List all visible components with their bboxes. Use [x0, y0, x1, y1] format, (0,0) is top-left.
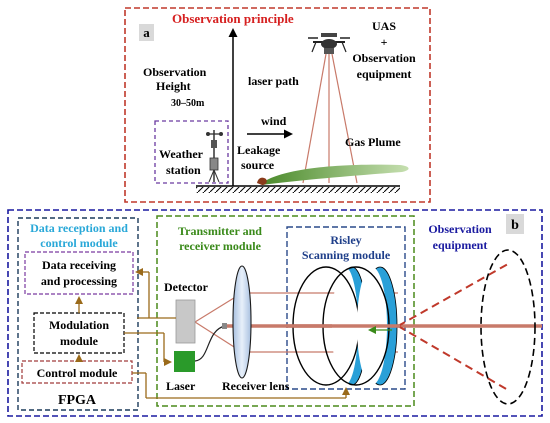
drone-icon	[308, 33, 350, 54]
modulation-line1: Modulation	[49, 318, 109, 332]
panel-a-letter-box	[139, 24, 154, 41]
scan-beam-lower	[397, 325, 509, 391]
observation-label-line2: equipment	[433, 238, 488, 252]
modulation-box	[33, 312, 125, 354]
receiver-lens-icon	[232, 265, 252, 379]
data-module-box	[17, 217, 139, 411]
collimator-icon	[222, 323, 227, 329]
detector-icon	[175, 299, 196, 344]
risley-title-line2: Scanning module	[302, 248, 391, 262]
leakage-source-marker	[257, 177, 267, 185]
detector-label: Detector	[164, 280, 209, 294]
wind-label: wind	[261, 114, 287, 128]
uas-label-line2: +	[381, 35, 388, 49]
receiver-lens-label: Receiver lens	[222, 379, 290, 393]
data-processing-line1: Data receiving	[42, 258, 116, 272]
panel-b-letter: b	[511, 218, 519, 233]
height-label-line1: Observation	[143, 65, 207, 79]
gas-plume-label: Gas Plume	[345, 135, 401, 149]
data-module-title-line1: Data reception and	[30, 221, 128, 235]
laser-path-lines	[302, 53, 358, 184]
control-module-label: Control module	[37, 366, 118, 380]
panel-a-title: Observation principle	[172, 11, 294, 26]
data-module-title-line2: control module	[40, 236, 118, 250]
fpga-label: FPGA	[58, 393, 97, 408]
weather-station-icon	[206, 130, 223, 183]
modulation-line2: module	[60, 334, 99, 348]
scan-beam-upper	[397, 263, 509, 327]
trx-title-line1: Transmitter and	[178, 224, 262, 238]
trx-title-line2: receiver module	[179, 239, 262, 253]
signal-arrows	[124, 268, 350, 399]
data-processing-line2: and processing	[41, 274, 117, 288]
leakage-label-line2: source	[241, 158, 275, 172]
uas-label-line3: Observation	[352, 51, 416, 65]
panel-a-border	[124, 7, 431, 203]
weather-station-box	[154, 120, 229, 184]
weather-label-line1: Weather	[159, 147, 204, 161]
panel-b: b Observation equipment Data reception a…	[7, 209, 543, 417]
panel-b-letter-box	[506, 214, 524, 234]
panel-b-border	[7, 209, 543, 417]
height-value: 30–50m	[171, 98, 205, 109]
uas-label-line1: UAS	[372, 19, 396, 33]
panel-a-letter: a	[143, 25, 150, 40]
laser-label: Laser	[166, 379, 196, 393]
laser-fiber	[194, 325, 226, 362]
height-label-line2: Height	[156, 79, 191, 93]
data-processing-box	[24, 251, 134, 295]
scan-pattern-ellipse	[480, 249, 536, 405]
laser-icon	[174, 351, 195, 372]
laser-path-label: laser path	[248, 74, 299, 88]
ground	[196, 185, 400, 193]
trx-module-box	[156, 215, 415, 407]
weather-label-line2: station	[166, 163, 201, 177]
gas-plume-shape	[262, 164, 409, 185]
uas-label-line4: equipment	[357, 67, 412, 81]
leakage-label-line1: Leakage	[237, 143, 281, 157]
observation-label-line1: Observation	[428, 222, 492, 236]
risley-title-line1: Risley	[330, 233, 361, 247]
panel-a: Observation principle a Observation Heig…	[124, 7, 431, 203]
